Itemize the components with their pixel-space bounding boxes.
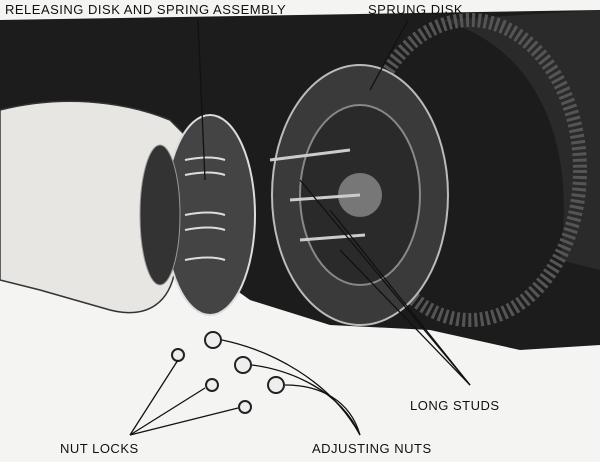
housing-shadow xyxy=(440,10,600,270)
adjusting-nut xyxy=(204,331,222,349)
nut-lock xyxy=(205,378,219,392)
nut-lock xyxy=(238,400,252,414)
leader-lines xyxy=(129,19,471,436)
pressure-plate xyxy=(139,144,181,286)
long-studs xyxy=(269,148,366,242)
label-long-studs: LONG STUDS xyxy=(410,398,500,413)
adjusting-nut xyxy=(234,356,252,374)
label-nut-locks: NUT LOCKS xyxy=(60,441,139,456)
adjusting-nut xyxy=(267,376,285,394)
nut-lock xyxy=(171,348,185,362)
label-releasing-disk: RELEASING DISK AND SPRING ASSEMBLY xyxy=(5,2,287,17)
label-sprung-disk: SPRUNG DISK xyxy=(368,2,464,17)
nuts xyxy=(171,331,285,414)
springs xyxy=(184,156,226,261)
label-adjusting-nuts: ADJUSTING NUTS xyxy=(312,441,432,456)
